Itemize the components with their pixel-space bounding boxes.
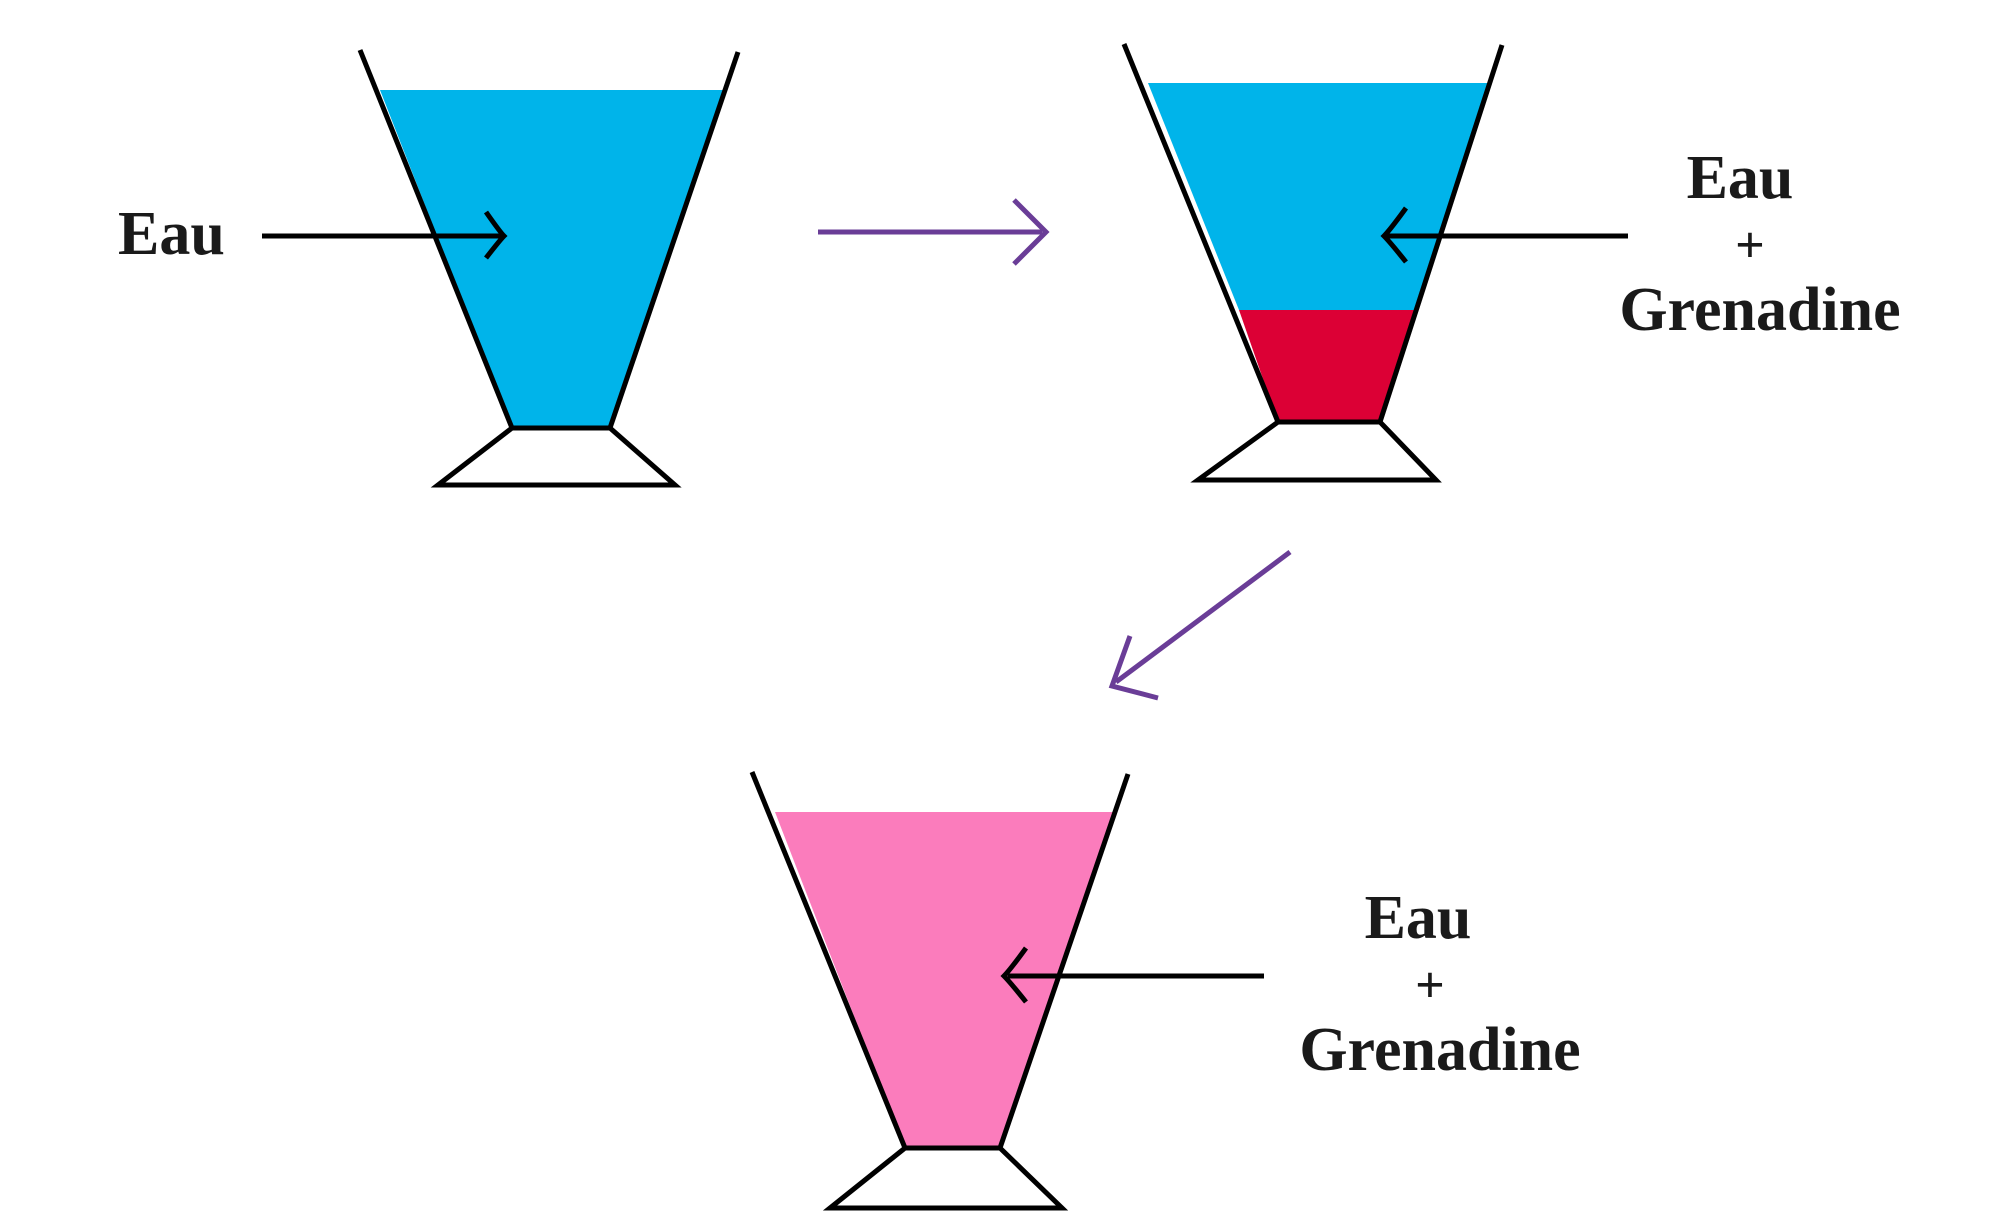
pointer-arrowhead-mixed — [1000, 946, 1029, 1004]
label-layered-line3: Grenadine — [1619, 276, 1900, 344]
label-mixed-line1: Eau — [1365, 884, 1472, 952]
glass-right-wall — [607, 51, 741, 429]
label-mixed-line3: Grenadine — [1299, 1016, 1580, 1084]
grenadine-layer — [1239, 310, 1414, 422]
glass-base — [822, 1145, 1069, 1211]
flow-arrow-right — [818, 198, 1050, 266]
label-layered-plus: + — [1735, 217, 1765, 274]
glass-left-wall — [749, 771, 908, 1149]
glass-left-wall — [1121, 43, 1281, 423]
mixture-fill — [775, 812, 1115, 1148]
glass-water — [357, 49, 741, 488]
glass-base — [1190, 419, 1442, 483]
glass-layered — [1121, 43, 1505, 483]
label-water: Eau — [118, 200, 225, 268]
pointer-arrowhead-layered — [1380, 206, 1409, 264]
water-layer — [1148, 83, 1492, 310]
pointer-arrowhead-water — [483, 210, 508, 260]
glass-mixed — [749, 771, 1131, 1211]
glass-base — [430, 425, 682, 488]
label-layered-line1: Eau — [1687, 144, 1794, 212]
glass-right-wall — [997, 773, 1131, 1149]
label-mixed-plus: + — [1415, 957, 1445, 1014]
water-fill — [380, 90, 725, 428]
glass-left-wall — [357, 49, 515, 429]
flow-arrow-down-left — [1108, 549, 1292, 701]
